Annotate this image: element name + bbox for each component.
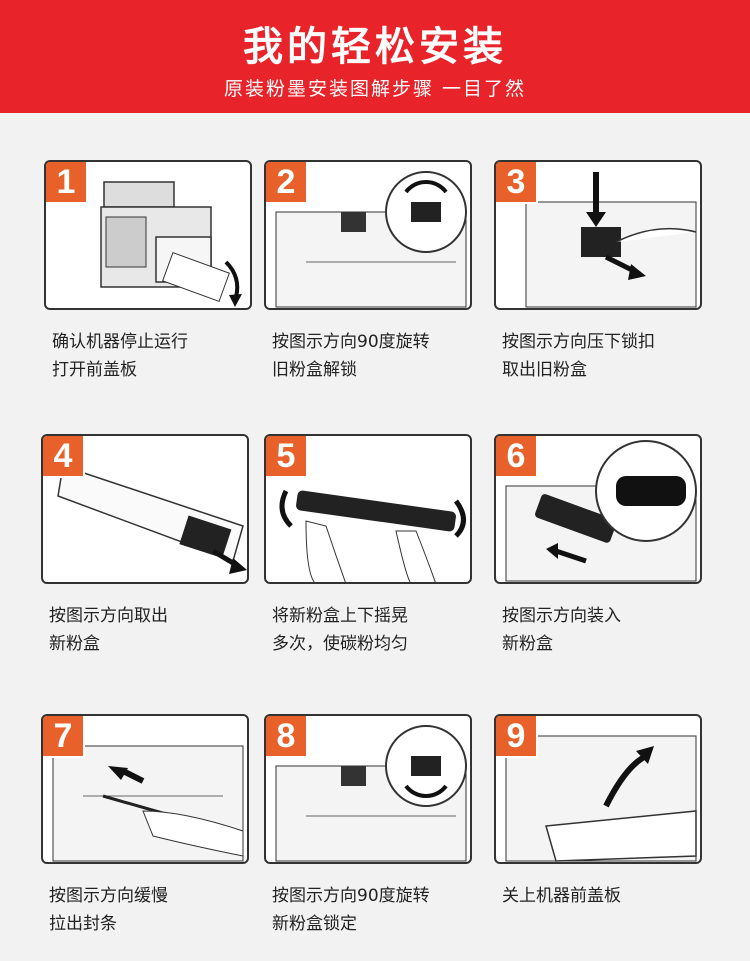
step-7-caption-line2: 拉出封条 xyxy=(49,914,117,934)
page-subtitle: 原装粉墨安装图解步骤 一目了然 xyxy=(223,78,527,100)
step-9-number: 9 xyxy=(496,716,538,758)
step-2-number: 2 xyxy=(266,162,308,204)
step-9-illustration: 9 xyxy=(494,714,702,864)
step-5-number: 5 xyxy=(266,436,308,478)
step-4-illustration: 4 xyxy=(41,434,249,584)
toner-remove-illustration xyxy=(525,172,697,308)
step-8-caption-line1: 按图示方向90度旋转 xyxy=(272,886,430,906)
step-5: 5 将新粉盒上下摇晃 多次，使碳粉均匀 xyxy=(264,434,472,658)
step-1-caption-line1: 确认机器停止运行 xyxy=(52,332,188,352)
step-2: 2 按图示方向90度旋转 旧粉盒解锁 xyxy=(264,160,472,384)
pull-seal-illustration xyxy=(52,745,244,862)
step-5-caption-line2: 多次，使碳粉均匀 xyxy=(272,634,408,654)
step-6: 6 按图示方向装入 新粉盒 xyxy=(494,434,702,658)
step-7: 7 按图示方向缓慢 拉出封条 xyxy=(41,714,249,938)
step-8-number: 8 xyxy=(266,716,308,758)
step-4-caption-line2: 新粉盒 xyxy=(49,634,100,654)
step-2-caption-line2: 旧粉盒解锁 xyxy=(272,360,357,380)
header-banner: 我的轻松安装 原装粉墨安装图解步骤 一目了然 xyxy=(0,0,750,113)
insert-toner-illustration xyxy=(505,440,697,582)
step-4: 4 按图示方向取出 新粉盒 xyxy=(41,434,249,658)
toner-lock-illustration xyxy=(275,725,467,862)
step-6-caption-line2: 新粉盒 xyxy=(502,634,553,654)
step-1-number: 1 xyxy=(46,162,88,204)
toner-unlock-illustration xyxy=(275,171,467,308)
step-8-caption-line2: 新粉盒锁定 xyxy=(272,914,357,934)
step-9-caption-line1: 关上机器前盖板 xyxy=(502,886,621,906)
step-6-illustration: 6 xyxy=(494,434,702,584)
step-2-illustration: 2 xyxy=(264,160,472,310)
step-1-caption-line2: 打开前盖板 xyxy=(52,360,137,380)
step-7-number: 7 xyxy=(43,716,85,758)
step-9: 9 关上机器前盖板 xyxy=(494,714,702,910)
step-7-caption-line1: 按图示方向缓慢 xyxy=(49,886,168,906)
page-title: 我的轻松安装 xyxy=(243,24,507,70)
step-1-illustration: 1 xyxy=(44,160,252,310)
step-1: 1 确认机器停止运行 打开前盖板 xyxy=(44,160,252,384)
shake-toner-illustration xyxy=(279,489,466,582)
step-6-number: 6 xyxy=(496,436,538,478)
step-7-illustration: 7 xyxy=(41,714,249,864)
step-3-illustration: 3 xyxy=(494,160,702,310)
new-toner-box-illustration xyxy=(57,465,247,574)
step-3-number: 3 xyxy=(496,162,538,204)
step-5-caption-line1: 将新粉盒上下摇晃 xyxy=(272,606,408,626)
step-2-caption-line1: 按图示方向90度旋转 xyxy=(272,332,430,352)
step-8: 8 按图示方向90度旋转 新粉盒锁定 xyxy=(264,714,472,938)
step-4-number: 4 xyxy=(43,436,85,478)
step-5-illustration: 5 xyxy=(264,434,472,584)
step-3-caption-line1: 按图示方向压下锁扣 xyxy=(502,332,655,352)
step-4-caption-line1: 按图示方向取出 xyxy=(49,606,168,626)
step-6-caption-line1: 按图示方向装入 xyxy=(502,606,621,626)
step-3: 3 按图示方向压下锁扣 取出旧粉盒 xyxy=(494,160,702,384)
step-3-caption-line2: 取出旧粉盒 xyxy=(502,360,587,380)
copier-machine-illustration xyxy=(100,181,242,307)
step-8-illustration: 8 xyxy=(264,714,472,864)
